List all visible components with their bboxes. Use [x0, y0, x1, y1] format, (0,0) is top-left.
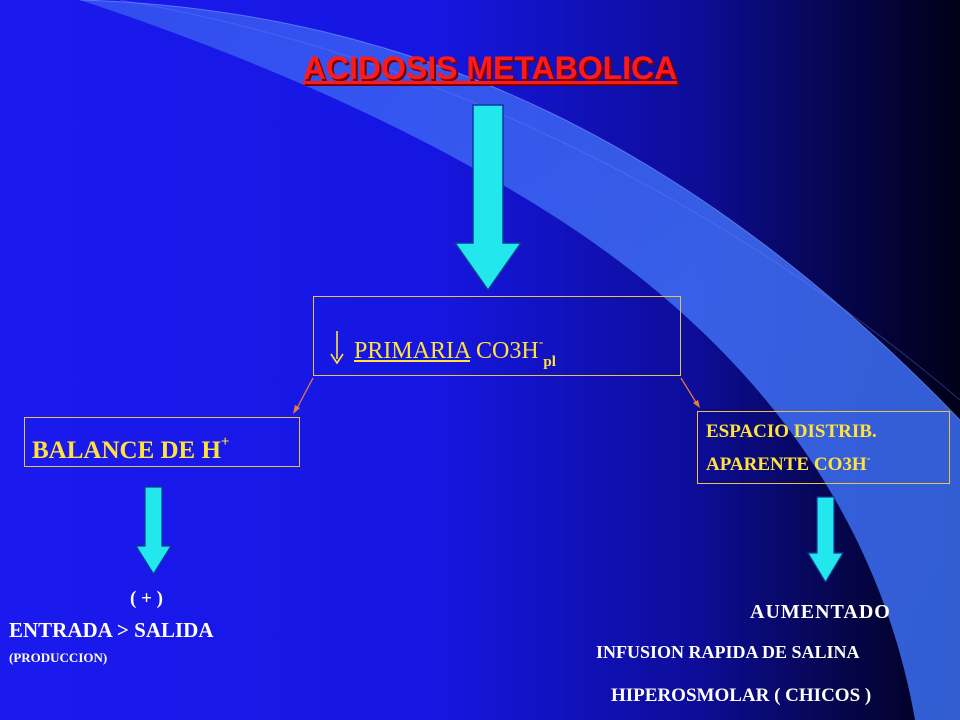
balance-superscript: + — [220, 434, 230, 450]
connector-left-head — [293, 405, 300, 414]
down-arrow-left — [134, 486, 173, 576]
espacio-box — [697, 411, 950, 484]
primaria-box — [313, 296, 681, 376]
espacio-line2: APARENTE CO3H — [706, 454, 867, 475]
espacio-line1: ESPACIO DISTRIB. — [706, 421, 877, 442]
primaria-compound: CO3H — [476, 338, 539, 364]
primaria-label: PRIMARIA CO3H- pl — [354, 328, 556, 377]
espacio-superscript: - — [866, 451, 871, 465]
balance-box — [24, 417, 300, 467]
left-note: (PRODUCCION) — [9, 650, 108, 665]
right-result: AUMENTADO — [750, 601, 891, 623]
right-cause-line2: HIPEROSMOLAR ( CHICOS ) — [611, 685, 872, 706]
down-small-arrow-head — [330, 353, 344, 365]
balance-text: BALANCE DE H — [32, 437, 221, 464]
espacio-line2-wrap: APARENTE CO3H- — [706, 445, 877, 478]
left-relation: ENTRADA > SALIDA — [9, 618, 214, 642]
background-swoosh-edge — [79, 0, 960, 421]
right-cause-line1: INFUSION RAPIDA DE SALINA — [596, 642, 860, 662]
background-swoosh — [80, 0, 960, 720]
background-swoosh-thin — [119, 0, 960, 401]
down-arrow-right — [806, 496, 845, 584]
connector-right-head — [693, 400, 700, 408]
primaria-word: PRIMARIA — [354, 338, 471, 364]
left-sign: ( + ) — [130, 588, 163, 609]
connector-right — [680, 377, 698, 405]
connector-left — [295, 377, 314, 411]
page-title: ACIDOSIS METABOLICA — [302, 50, 678, 86]
balance-label: BALANCE DE H+ — [32, 425, 229, 468]
primaria-superscript: - — [538, 335, 544, 350]
down-arrow-main — [453, 104, 523, 292]
primaria-subscript: pl — [543, 354, 556, 370]
espacio-label: ESPACIO DISTRIB. APARENTE CO3H- — [706, 418, 877, 478]
